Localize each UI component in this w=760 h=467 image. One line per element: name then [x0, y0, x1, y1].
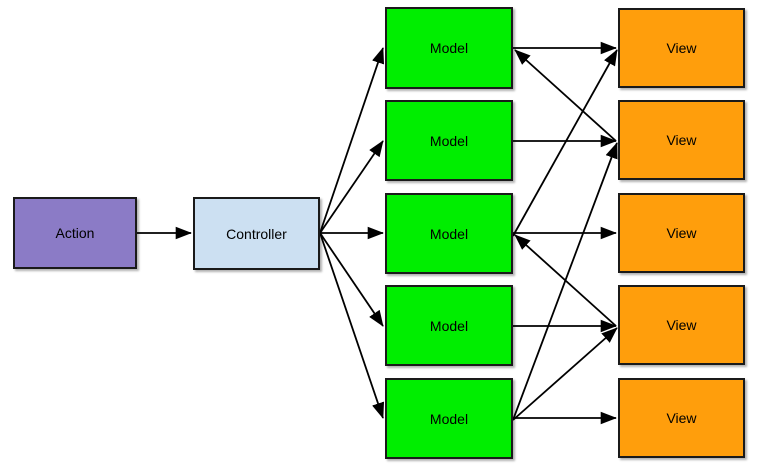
node-label-controller: Controller [226, 225, 287, 242]
node-label-model3: Model [429, 225, 469, 242]
node-model3[interactable]: Model [385, 193, 513, 274]
node-label-action: Action [55, 225, 95, 241]
node-label-view4: View [666, 317, 697, 333]
node-label-view2: View [666, 132, 697, 148]
node-label-model4: Model [429, 317, 469, 334]
node-view1[interactable]: View [618, 8, 745, 88]
node-view4[interactable]: View [618, 285, 745, 365]
edge-controller-to-model4 [319, 232, 384, 327]
edge-controller-to-model1 [319, 47, 385, 234]
node-label-model2: Model [429, 132, 469, 149]
node-controller[interactable]: Controller [193, 197, 320, 270]
node-label-model1: Model [429, 40, 469, 56]
node-model4[interactable]: Model [385, 285, 513, 366]
node-view3[interactable]: View [618, 193, 745, 273]
edge-model3-to-view1 [512, 49, 618, 237]
node-label-view1: View [666, 40, 697, 56]
node-label-model5: Model [429, 410, 469, 427]
edge-controller-to-model2 [319, 140, 384, 234]
node-view2[interactable]: View [618, 100, 745, 180]
node-label-view5: View [666, 410, 697, 426]
edge-controller-to-model5 [319, 232, 385, 419]
node-model5[interactable]: Model [385, 378, 513, 459]
node-model2[interactable]: Model [385, 100, 513, 181]
node-action[interactable]: Action [13, 197, 137, 269]
node-view5[interactable]: View [618, 378, 745, 458]
edge-model5-to-view4 [512, 327, 618, 421]
node-label-view3: View [666, 225, 697, 241]
node-model1[interactable]: Model [385, 7, 513, 89]
edges-group [137, 41, 618, 425]
edge-model5-to-view2 [512, 142, 618, 421]
edge-view2-to-model1 [514, 49, 617, 142]
